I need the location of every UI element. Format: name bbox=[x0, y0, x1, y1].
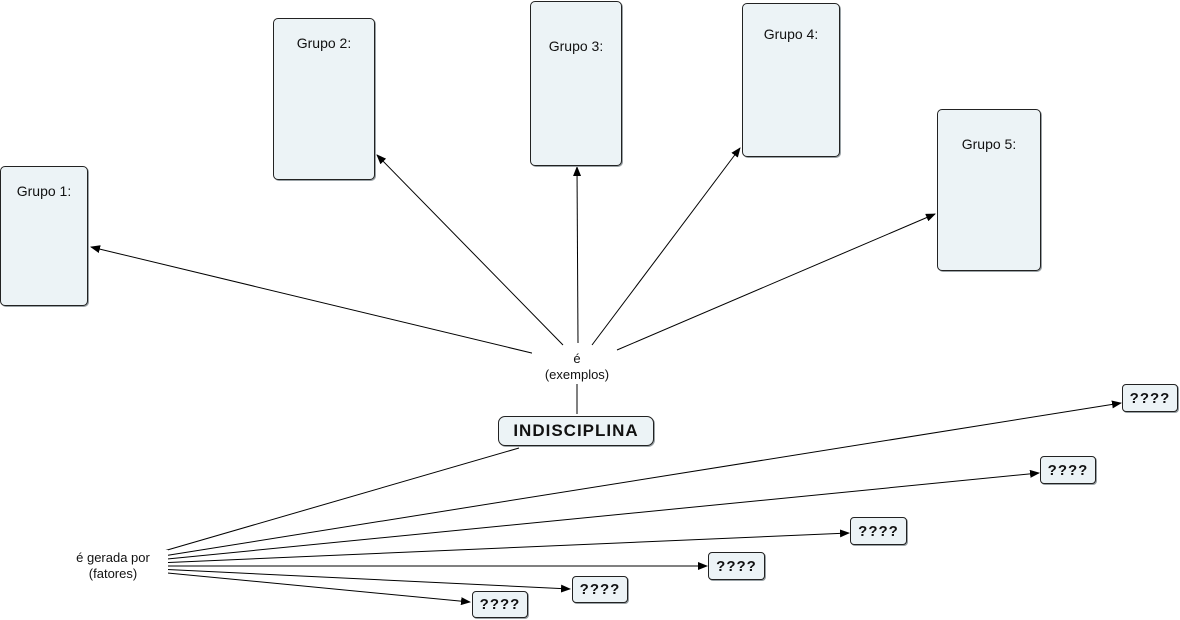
group-1-node[interactable]: Grupo 1: bbox=[0, 166, 88, 306]
central-concept-node[interactable]: INDISCIPLINA bbox=[498, 416, 654, 446]
linking-phrase-factors: é gerada por (fatores) bbox=[58, 550, 168, 582]
linking-phrase-factors-line1: é gerada por bbox=[76, 550, 150, 565]
factor-1-label: ???? bbox=[1129, 389, 1171, 407]
factor-6-node[interactable]: ???? bbox=[472, 591, 528, 618]
arrow-to-factor-1 bbox=[156, 400, 1122, 558]
factor-5-label: ???? bbox=[579, 581, 621, 598]
central-concept-label: INDISCIPLINA bbox=[513, 421, 639, 440]
group-4-node[interactable]: Grupo 4: bbox=[742, 3, 840, 157]
arrow-to-group-4 bbox=[591, 147, 741, 346]
group-1-label: Grupo 1: bbox=[16, 183, 72, 199]
factor-3-label: ???? bbox=[858, 522, 899, 540]
group-2-label: Grupo 2: bbox=[296, 35, 352, 51]
group-4-label: Grupo 4: bbox=[763, 26, 819, 42]
group-2-node[interactable]: Grupo 2: bbox=[273, 18, 375, 180]
linking-phrase-examples-line2: (exemplos) bbox=[544, 367, 610, 382]
linking-phrase-factors-line2: (fatores) bbox=[88, 566, 138, 581]
group-5-node[interactable]: Grupo 5: bbox=[937, 109, 1041, 271]
linking-phrase-examples: é (exemplos) bbox=[532, 351, 622, 383]
factor-4-node[interactable]: ???? bbox=[708, 552, 765, 580]
arrow-to-group-1 bbox=[90, 245, 541, 356]
arrow-to-factor-3 bbox=[156, 529, 850, 564]
factor-2-label: ???? bbox=[1047, 461, 1089, 479]
link-central-to-factors bbox=[156, 447, 520, 554]
factor-2-node[interactable]: ???? bbox=[1040, 456, 1096, 484]
factor-3-node[interactable]: ???? bbox=[850, 517, 907, 545]
group-3-label: Grupo 3: bbox=[548, 38, 604, 54]
linking-phrase-examples-line1: é bbox=[573, 351, 581, 366]
group-5-label: Grupo 5: bbox=[961, 136, 1017, 152]
arrow-to-group-3 bbox=[573, 166, 582, 344]
arrow-to-factor-2 bbox=[156, 469, 1040, 561]
group-3-node[interactable]: Grupo 3: bbox=[530, 1, 622, 166]
arrow-to-group-2 bbox=[376, 154, 564, 346]
arrow-to-factor-6 bbox=[156, 571, 471, 606]
factor-4-label: ???? bbox=[716, 557, 757, 575]
factor-6-label: ???? bbox=[479, 596, 521, 613]
factor-5-node[interactable]: ???? bbox=[572, 576, 628, 603]
arrow-to-group-5 bbox=[616, 213, 936, 351]
factor-1-node[interactable]: ???? bbox=[1122, 384, 1178, 412]
arrow-to-factor-5 bbox=[156, 568, 571, 593]
